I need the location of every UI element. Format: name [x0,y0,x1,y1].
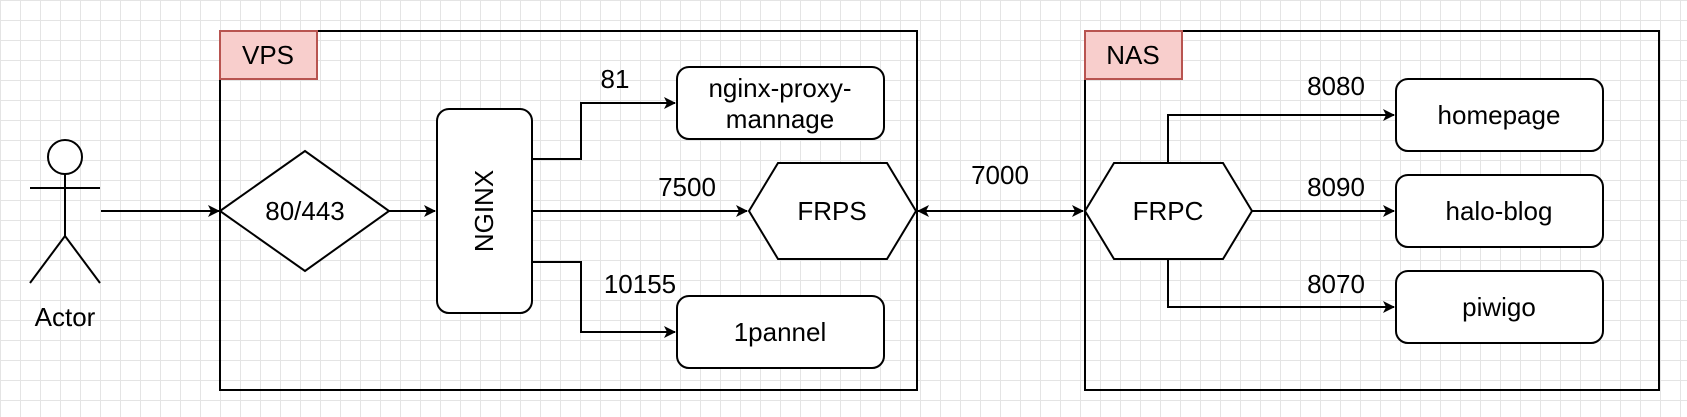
homepage-node-label: homepage [1438,100,1561,130]
halo-blog-node-label: halo-blog [1446,196,1553,226]
1pannel-node-label: 1pannel [734,317,827,347]
actor-label: Actor [35,302,96,332]
frpc-node-label: FRPC [1133,196,1204,226]
vps-tag-label: VPS [242,40,294,70]
nas-tag-label: NAS [1106,40,1159,70]
nginx-to-1pannel-arrow [532,261,676,338]
port-7000-label: 7000 [971,160,1029,190]
port-10155-label: 10155 [604,269,676,299]
1pannel-node [676,295,885,369]
port-7500-label: 7500 [658,172,716,202]
frpc-to-homepage-arrow [1167,109,1395,163]
actor-right-leg [64,235,101,284]
port-81-label: 81 [601,64,630,94]
piwigo-node [1395,270,1604,344]
port-8090-label: 8090 [1307,172,1365,202]
nginx-to-npm-arrow [532,97,676,160]
actor-left-leg [29,235,66,284]
frpc-to-piwigo-arrow [1167,259,1395,313]
actor-head [47,139,83,175]
halo-blog-node [1395,174,1604,248]
nas-tag [1084,30,1183,80]
piwigo-node-label: piwigo [1462,292,1536,322]
npm-node [676,66,885,140]
nginx-node-label: NGINX [469,170,499,252]
npm-node-label-line2: mannage [726,104,834,134]
actor-figure [29,139,101,284]
entry-diamond-label: 80/443 [265,196,345,226]
port-8080-label: 8080 [1307,71,1365,101]
homepage-node [1395,78,1604,152]
frps-node-label: FRPS [797,196,866,226]
vps-tag [219,30,318,80]
npm-node-label-line1: nginx-proxy- [708,73,851,103]
frps-node [747,162,918,260]
port-8070-label: 8070 [1307,269,1365,299]
